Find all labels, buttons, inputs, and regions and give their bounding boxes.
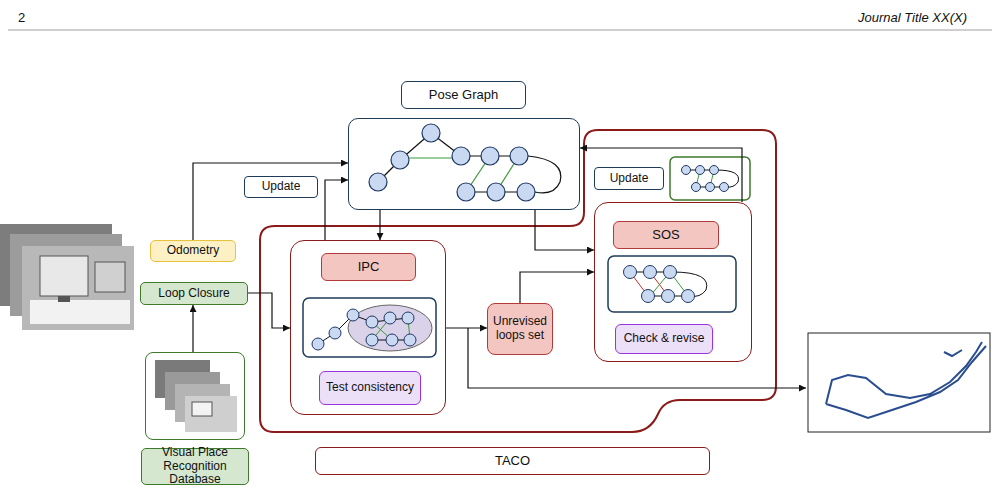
process-box: Check & revise <box>615 324 713 354</box>
node-heading: TACO <box>315 447 710 475</box>
node-heading: Pose Graph <box>401 81 526 109</box>
flow-arrow <box>325 180 348 240</box>
node-text: Odometry <box>167 244 220 258</box>
taco-region: TACOUpdateIPCTest consistencyUnrevised l… <box>258 128 778 434</box>
camera-frames <box>0 224 134 330</box>
loop-set-box: Unrevised loops set <box>487 303 553 355</box>
database-frame: Visual Place Recognition Database <box>145 352 245 440</box>
ipc-module: IPC Test consistency <box>290 240 446 415</box>
place-database-images <box>155 360 237 432</box>
flow-arrow <box>535 210 594 250</box>
update-tag: Update <box>594 167 664 190</box>
process-box: Test consistency <box>319 371 421 405</box>
sos-module: SOS Check & revise <box>594 202 752 362</box>
flow-arrow <box>193 163 348 240</box>
node-heading: Visual Place Recognition Database <box>141 448 249 485</box>
flow-arrow <box>379 210 380 240</box>
page-number: 2 <box>18 10 25 25</box>
pose-graph-drawing <box>369 124 561 201</box>
header-rule <box>8 30 992 31</box>
ipc-graph-drawing <box>303 298 436 357</box>
odometry-box: Odometry <box>150 240 236 262</box>
node-text: Check & revise <box>624 332 705 346</box>
node-text: Update <box>262 180 301 194</box>
node-heading: IPC <box>321 253 416 281</box>
node-text: Update <box>610 172 649 186</box>
running-header: Journal Title XX(X) <box>858 10 967 25</box>
revised-graph-thumbnail <box>670 157 750 200</box>
region-outline-path <box>260 130 776 432</box>
sos-graph-drawing <box>608 256 736 312</box>
node-text: Unrevised loops set <box>491 315 549 343</box>
flow-arrow <box>248 293 290 328</box>
node-text: Loop Closure <box>158 287 229 301</box>
node-text: Test consistency <box>326 381 414 395</box>
pose-graph-box: Pose Graph <box>348 118 580 210</box>
flow-arrow <box>192 305 193 352</box>
flow-arrow <box>580 148 742 202</box>
flow-arrow <box>446 327 487 328</box>
update-tag: Update <box>244 176 318 198</box>
flow-arrow <box>520 272 594 303</box>
loop-closure-box: Loop Closure <box>140 282 248 305</box>
output-arrow <box>468 328 806 388</box>
trajectory-output <box>808 333 990 432</box>
node-heading: SOS <box>613 221 719 249</box>
